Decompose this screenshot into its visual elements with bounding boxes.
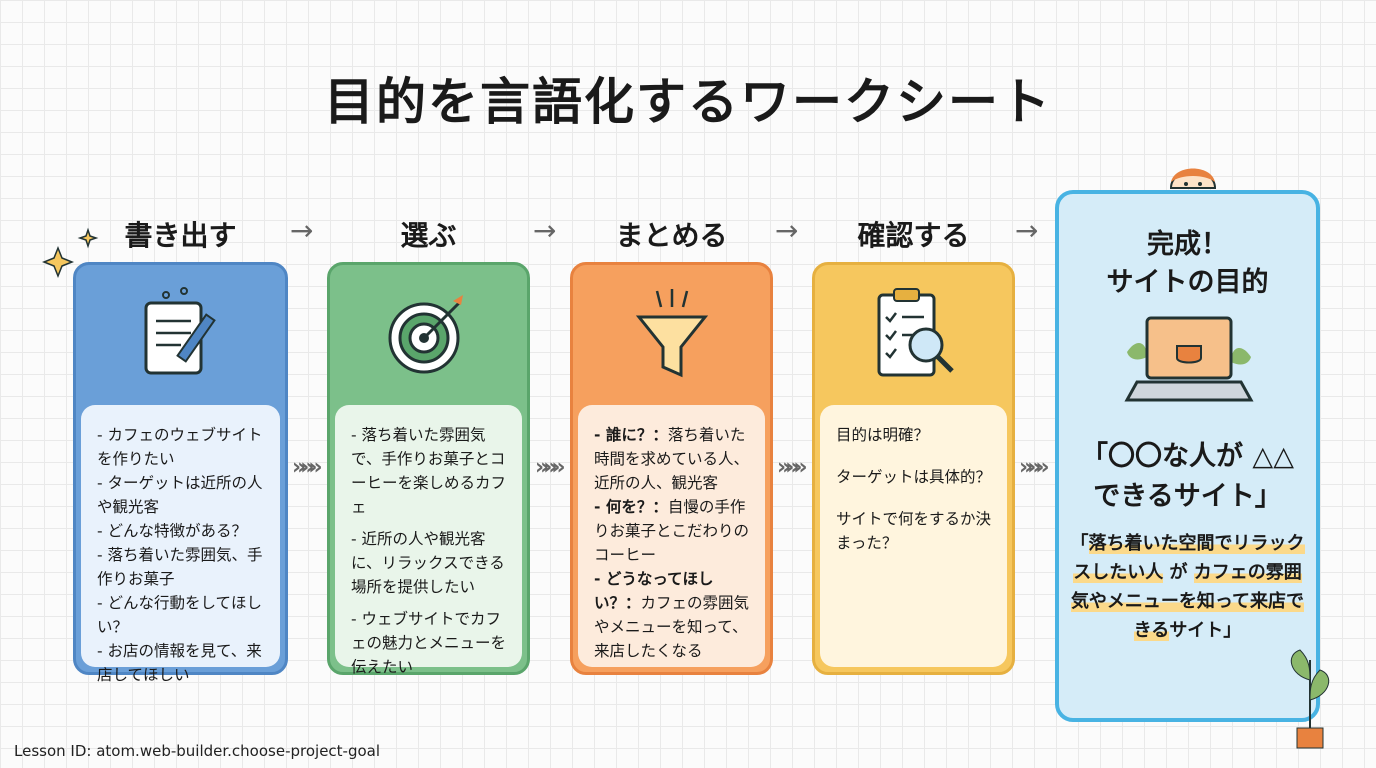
step-heading-choose: 選ぶ (400, 219, 457, 252)
step-content: 目的は明確？ ターゲットは具体的？ サイトで何をするか決まった？ (820, 405, 1007, 667)
step-card-confirm: 目的は明確？ ターゲットは具体的？ サイトで何をするか決まった？ (812, 262, 1015, 675)
list-item: 目的は明確？ (836, 426, 930, 444)
lesson-id: Lesson ID: atom.web-builder.choose-proje… (14, 742, 381, 760)
page-title: 目的を言語化するワークシート (324, 73, 1052, 131)
list-item: サイトで何をするか決まった？ (836, 510, 992, 552)
clipboard-magnifier-icon (877, 288, 954, 377)
sparkle-icon (41, 227, 99, 279)
step-card-summarize: - 誰に？：落ち着いた時間を求めている人、近所の人、観光客 - 何を？：自慢の手… (570, 262, 773, 675)
list-item: - どんな行動をしてほしい？ (97, 594, 263, 636)
target-icon (388, 295, 463, 374)
step-card-choose: - 落ち着いた雰囲気で、手作りお菓子とコーヒーを楽しめるカフェ - 近所の人や観… (327, 262, 530, 676)
list-item: - 落ち着いた雰囲気、手作りお菓子 (97, 546, 263, 588)
step-content: - 落ち着いた雰囲気で、手作りお菓子とコーヒーを楽しめるカフェ - 近所の人や観… (335, 405, 522, 676)
plant-icon (1290, 649, 1330, 749)
purpose-template: 「〇〇な人が △△できるサイト」 (1081, 441, 1294, 512)
arrow-icon: → (775, 214, 799, 247)
step-content: - 誰に？：落ち着いた時間を求めている人、近所の人、観光客 - 何を？：自慢の手… (578, 405, 765, 667)
arrow-icon: → (290, 214, 314, 247)
step-heading-write: 書き出す (124, 219, 237, 252)
step-heading-summarize: まとめる (615, 219, 728, 252)
chevron-icon: »»» (292, 455, 323, 480)
step-card-write: - カフェのウェブサイトを作りたい - ターゲットは近所の人や観光客 - どんな… (73, 262, 288, 684)
chevron-icon: »»» (1019, 455, 1050, 480)
list-item: - 誰に？：落ち着いた時間を求めている人、近所の人、観光客 (594, 426, 750, 492)
final-card: 完成！サイトの目的 「〇〇な人が △△できるサイト」 「落ち着いた空間でリラック… (1055, 190, 1320, 722)
notepad-pencil-icon (144, 287, 216, 375)
list-item: - カフェのウェブサイトを作りたい (97, 426, 263, 468)
step-content: - カフェのウェブサイトを作りたい - ターゲットは近所の人や観光客 - どんな… (81, 405, 280, 684)
list-item: - どんな特徴がある？ (97, 522, 248, 540)
list-item: - ウェブサイトでカフェの魅力とメニューを伝えたい (351, 610, 507, 676)
list-item: - 近所の人や観光客に、リラックスできる場所を提供したい (351, 530, 505, 596)
list-item: - どうなってほしい？：カフェの雰囲気やメニューを知って、来店したくなる (594, 570, 750, 660)
list-item: - 何を？：自慢の手作りお菓子とこだわりのコーヒー (594, 498, 750, 564)
laptop-coffee-icon (1124, 316, 1254, 402)
step-heading-confirm: 確認する (857, 219, 970, 252)
list-item: ターゲットは具体的？ (836, 468, 992, 486)
final-title: 完成！サイトの目的 (1106, 229, 1269, 298)
funnel-icon (635, 289, 708, 378)
purpose-example: 「落ち着いた空間でリラックスしたい人 が カフェの雰囲気やメニューを知って来店で… (1070, 533, 1305, 641)
list-item: - 落ち着いた雰囲気で、手作りお菓子とコーヒーを楽しめるカフェ (351, 426, 507, 516)
character-face-icon (1169, 168, 1217, 189)
chevron-icon: »»» (535, 455, 566, 480)
arrow-icon: → (1015, 214, 1039, 247)
list-item: - ターゲットは近所の人や観光客 (97, 474, 263, 516)
chevron-icon: »»» (777, 455, 808, 480)
arrow-icon: → (533, 214, 557, 247)
list-item: - お店の情報を見て、来店してほしい (97, 642, 262, 684)
